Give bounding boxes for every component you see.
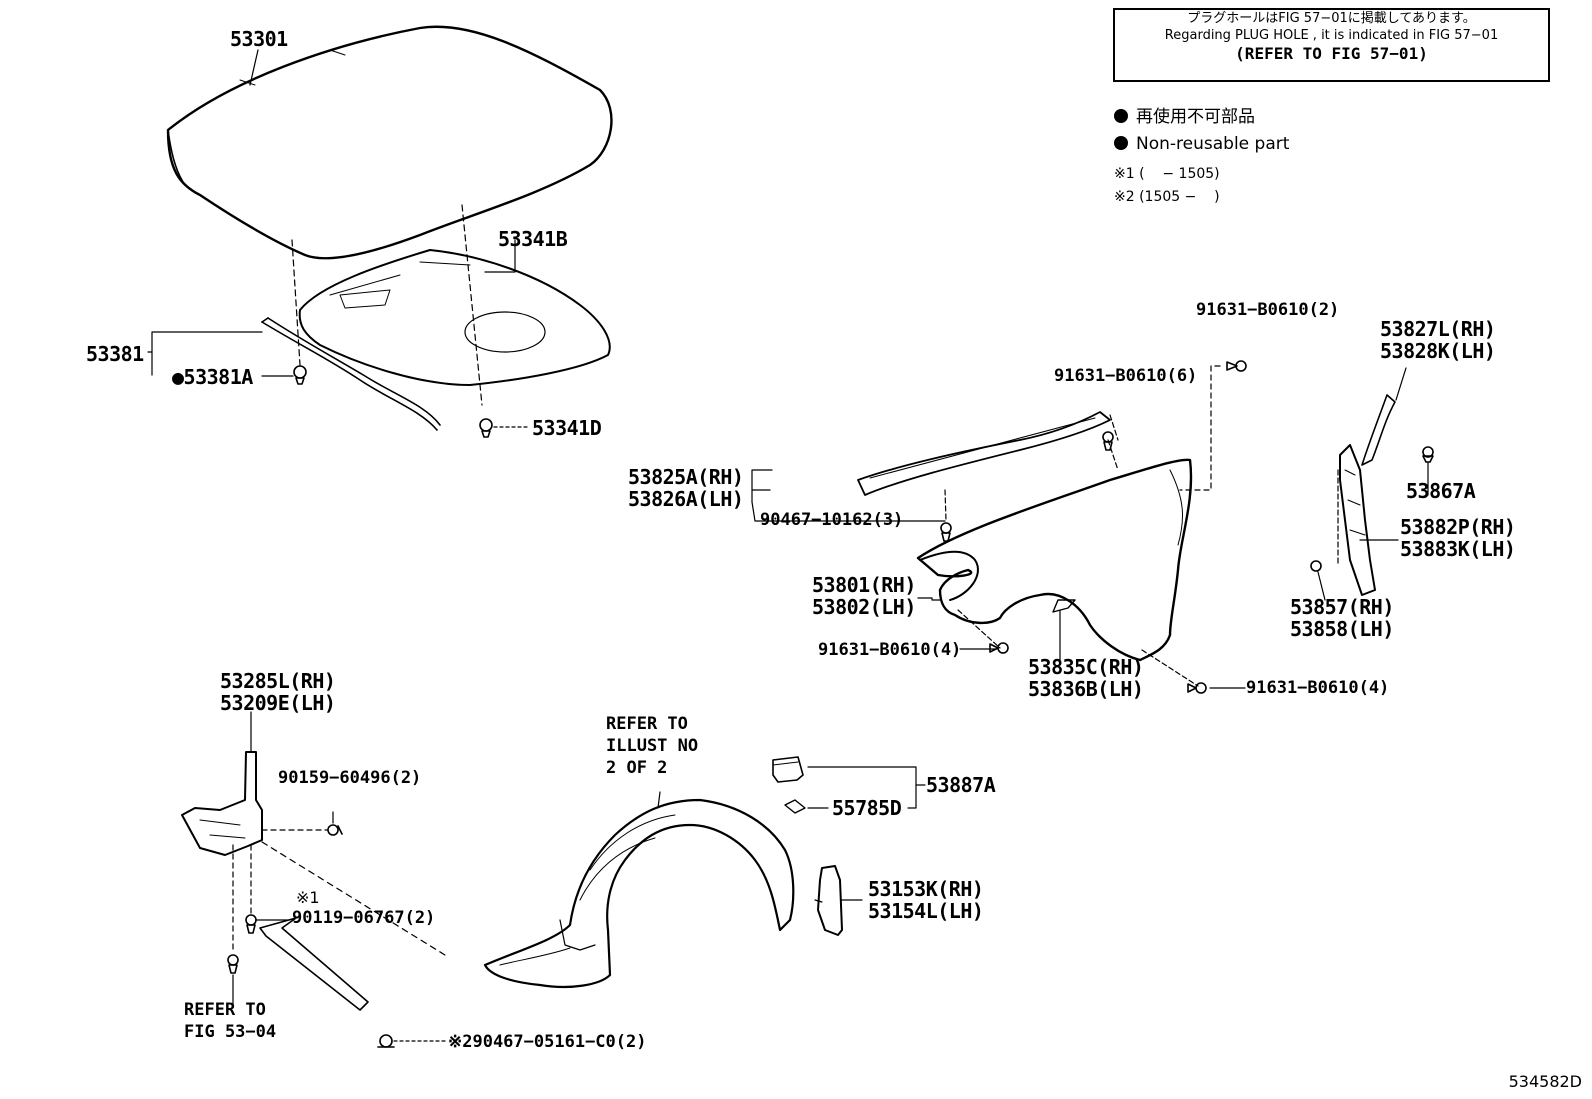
part-label-91631-6[interactable]: 91631−B0610(6) xyxy=(1054,366,1198,386)
part-label-53887A[interactable]: 53887A xyxy=(926,773,996,797)
part-label-53835C[interactable]: 53835C(RH) xyxy=(1028,655,1144,679)
refer-illust-line1: REFER TO xyxy=(606,714,688,734)
note-refer: (REFER TO FIG 57−01) xyxy=(1235,44,1428,63)
diagram-code: 534582D xyxy=(1508,1072,1582,1091)
part-label-53209E[interactable]: 53209E(LH) xyxy=(220,691,336,715)
part-label-90119[interactable]: 90119−06767(2) xyxy=(292,908,436,928)
part-label-90467-05161[interactable]: ※290467−05161−C0(2) xyxy=(448,1032,647,1052)
part-label-53802[interactable]: 53802(LH) xyxy=(812,595,916,619)
bolt-icons xyxy=(940,360,1247,694)
part-label-53836B[interactable]: 53836B(LH) xyxy=(1028,677,1144,701)
part-label-53801[interactable]: 53801(RH) xyxy=(812,573,916,597)
part-label-53826A[interactable]: 53826A(LH) xyxy=(628,487,744,511)
part-label-90119-mark: ※1 xyxy=(296,888,320,907)
hood-insulator-part xyxy=(298,249,611,386)
legend-mark1: ※1 ( − 1505) xyxy=(1114,166,1220,182)
legend-en: Non-reusable part xyxy=(1136,134,1290,154)
part-label-53828K[interactable]: 53828K(LH) xyxy=(1380,339,1496,363)
part-label-53827L[interactable]: 53827L(RH) xyxy=(1380,317,1496,341)
part-label-53882P[interactable]: 53882P(RH) xyxy=(1400,515,1516,539)
fender-part xyxy=(916,458,1193,662)
refer-fig-line1: REFER TO xyxy=(184,1000,266,1020)
part-label-53154L[interactable]: 53154L(LH) xyxy=(868,899,984,923)
part-label-53341D[interactable]: 53341D xyxy=(532,416,602,440)
note-english: Regarding PLUG HOLE , it is indicated in… xyxy=(1164,28,1499,43)
refer-illust-line3: 2 OF 2 xyxy=(606,758,668,778)
non-reusable-dot-icon xyxy=(1114,136,1128,150)
part-label-91631-4a[interactable]: 91631−B0610(4) xyxy=(818,640,962,660)
part-label-53883K[interactable]: 53883K(LH) xyxy=(1400,537,1516,561)
non-reusable-dot-icon xyxy=(1114,109,1128,123)
part-label-55785D[interactable]: 55785D xyxy=(832,796,902,820)
part-label-90467-10162[interactable]: 90467−10162(3) xyxy=(760,510,904,530)
part-label-53153K[interactable]: 53153K(RH) xyxy=(868,877,984,901)
legend-mark2: ※2 (1505 − ) xyxy=(1114,189,1220,205)
part-label-53825A[interactable]: 53825A(RH) xyxy=(628,465,744,489)
refer-illust-line2: ILLUST NO xyxy=(606,736,699,756)
legend-jp: 再使用不可部品 xyxy=(1136,107,1255,127)
legend-en-row: Non-reusable part xyxy=(1114,133,1289,155)
part-label-53867A[interactable]: 53867A xyxy=(1406,479,1476,503)
part-label-53858[interactable]: 53858(LH) xyxy=(1290,617,1394,641)
legend-jp-row: 再使用不可部品 xyxy=(1114,106,1255,128)
part-label-90159[interactable]: 90159−60496(2) xyxy=(278,768,422,788)
note-japanese: プラグホールはFIG 57−01に掲載してあります。 xyxy=(1187,11,1476,26)
part-label-53381A[interactable]: ●53381A xyxy=(172,365,253,389)
part-label-91631-2[interactable]: 91631−B0610(2) xyxy=(1196,300,1340,320)
part-label-53857[interactable]: 53857(RH) xyxy=(1290,595,1394,619)
fender-liner-part xyxy=(483,798,795,989)
refer-fig-line2: FIG 53−04 xyxy=(184,1022,277,1042)
part-label-53341B[interactable]: 53341B xyxy=(498,227,568,251)
part-label-53381[interactable]: 53381 xyxy=(86,342,144,366)
part-label-53285L[interactable]: 53285L(RH) xyxy=(220,669,336,693)
part-label-53301[interactable]: 53301 xyxy=(230,27,288,51)
part-label-91631-4b[interactable]: 91631−B0610(4) xyxy=(1246,678,1390,698)
hood-part xyxy=(166,25,613,260)
note-box: プラグホールはFIG 57−01に掲載してあります。 Regarding PLU… xyxy=(1113,8,1550,82)
